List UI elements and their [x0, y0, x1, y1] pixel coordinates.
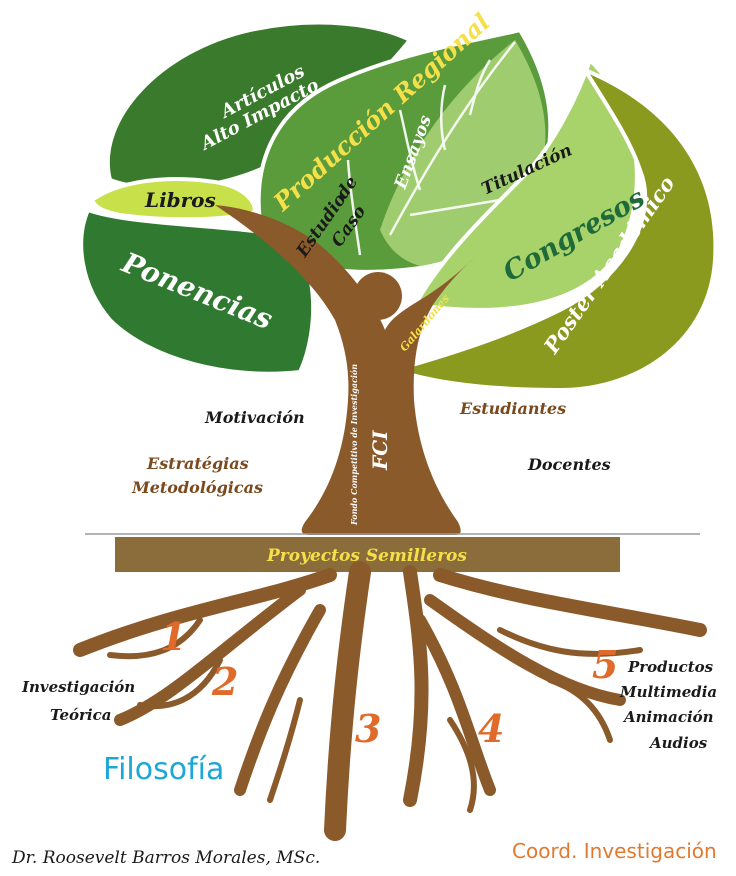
label-docentes: Docentes: [527, 455, 611, 474]
label-coord-investigacion: Coord. Investigación: [512, 839, 717, 863]
root-number-5: 5: [592, 642, 618, 687]
root-number-2: 2: [211, 659, 238, 704]
leaf-poster: [388, 65, 718, 393]
roots: [73, 561, 707, 841]
leaf-articulos: [106, 20, 414, 191]
label-audios: Audios: [648, 734, 708, 752]
root-number-3: 3: [355, 706, 381, 751]
leaf-libros: [89, 177, 258, 222]
root-number-1: 1: [160, 614, 186, 659]
leaf-veins: [346, 41, 516, 256]
root-number-4: 4: [478, 706, 504, 751]
label-libros: Libros: [144, 188, 216, 212]
label-animacion: Animación: [622, 708, 714, 726]
label-fondo-competitivo: Fondo Competitivo de Investigación: [349, 364, 359, 526]
label-investigacion-1: Investigación: [21, 678, 135, 696]
label-investigacion-2: Teórica: [50, 706, 111, 724]
label-filosofia: Filosofía: [103, 752, 224, 787]
label-proyectos-semilleros: Proyectos Semilleros: [266, 546, 467, 566]
label-estrategias-1: Estratégias: [146, 454, 249, 473]
label-estrategias-2: Metodológicas: [131, 478, 263, 497]
label-motivacion: Motivación: [204, 408, 305, 427]
author-signature: Dr. Roosevelt Barros Morales, MSc.: [11, 848, 320, 868]
leaf-ponencias: [79, 207, 316, 376]
label-productos: Productos: [627, 658, 714, 676]
label-estudiantes: Estudiantes: [459, 399, 566, 418]
trunk: [215, 205, 480, 535]
label-fci: FCI: [368, 430, 392, 471]
label-multimedia: Multimedia: [619, 683, 717, 701]
trunk-head: [354, 272, 402, 320]
